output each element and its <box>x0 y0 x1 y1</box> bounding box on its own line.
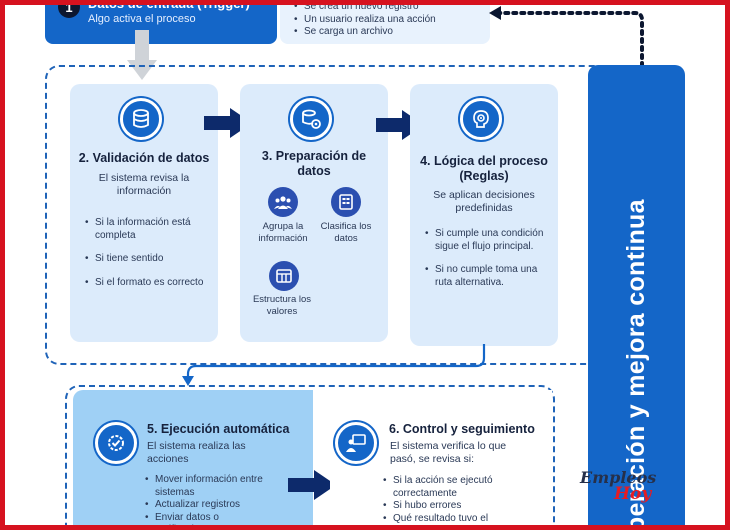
structure-icon <box>269 261 299 291</box>
trigger-example: Se crea un nuevo registro <box>292 1 436 14</box>
bullet-item: Si cumple una condición sigue el flujo p… <box>425 228 553 253</box>
step-bullets: Si cumple una condición sigue el flujo p… <box>425 228 553 300</box>
bullet-item: Si tiene sentido <box>85 253 213 266</box>
gear-database-icon <box>290 98 332 140</box>
step-description: El sistema realiza las acciones <box>147 440 246 465</box>
step-title: 4. Lógica del proceso (Reglas) <box>420 154 548 183</box>
bullet-item: Actualizar registros <box>145 499 275 512</box>
step-bullets: Mover información entre sistemas Actuali… <box>145 474 275 530</box>
step-bullets: Si la acción se ejecutó correctamente Si… <box>383 475 513 530</box>
sub-item-label: Agrupa la información <box>258 221 308 244</box>
step-title: 6. Control y seguimiento <box>389 422 535 436</box>
trigger-card <box>45 0 277 44</box>
step-title: 2. Validación de datos <box>78 151 210 165</box>
bullet-item: Si la acción se ejecutó correctamente <box>383 475 513 500</box>
step-description: El sistema verifica lo que pasó, se revi… <box>390 440 507 465</box>
logo-text-secondary: Hoy <box>614 484 652 504</box>
sub-item-label: Estructura los valores <box>252 294 312 317</box>
gear-check-icon <box>95 422 137 464</box>
trigger-title: Datos de entrada (Trigger) <box>88 0 250 11</box>
continuous-improvement-band <box>588 65 685 530</box>
group-icon <box>268 187 298 217</box>
execution-container <box>65 385 555 530</box>
bullet-item: Enviar datos o notificaciones <box>145 512 275 530</box>
trigger-example: Un usuario realiza una acción <box>292 14 436 27</box>
trigger-example: Se carga un archivo <box>292 26 436 39</box>
bullet-item: Si la información está completa <box>85 217 213 242</box>
step-description: Se aplican decisiones predefinidas <box>433 189 535 214</box>
feedback-dotted-arrow <box>489 6 644 68</box>
flow-arrow-right <box>288 470 336 500</box>
bullet-item: Si no cumple toma una ruta alternativa. <box>425 264 553 289</box>
sub-item-label: Clasifica los datos <box>320 221 372 244</box>
database-icon <box>120 98 162 140</box>
step-title: 5. Ejecución automática <box>147 422 290 436</box>
bullet-item: Si hubo errores <box>383 500 513 513</box>
brain-gear-icon <box>460 98 502 140</box>
bullet-item: Si el formato es correcto <box>85 277 213 290</box>
flow-connector-arrow <box>182 344 486 386</box>
step-bullets: Si la información está completa Si tiene… <box>85 217 213 300</box>
step-title: 3. Preparación de datos <box>261 149 367 178</box>
trigger-examples-list: Se crea un nuevo registro Un usuario rea… <box>292 1 436 39</box>
step-description: El sistema revisa la información <box>98 172 190 197</box>
logo-text-primary: Empleos <box>580 468 657 487</box>
empleos-hoy-logo: Empleos Hoy <box>580 468 657 504</box>
monitor-person-icon <box>335 422 377 464</box>
bullet-item: Qué resultado tuvo el proceso <box>383 513 513 530</box>
bullet-item: Mover información entre sistemas <box>145 474 275 499</box>
classify-icon <box>331 187 361 217</box>
trigger-subtitle: Algo activa el proceso <box>88 13 196 25</box>
